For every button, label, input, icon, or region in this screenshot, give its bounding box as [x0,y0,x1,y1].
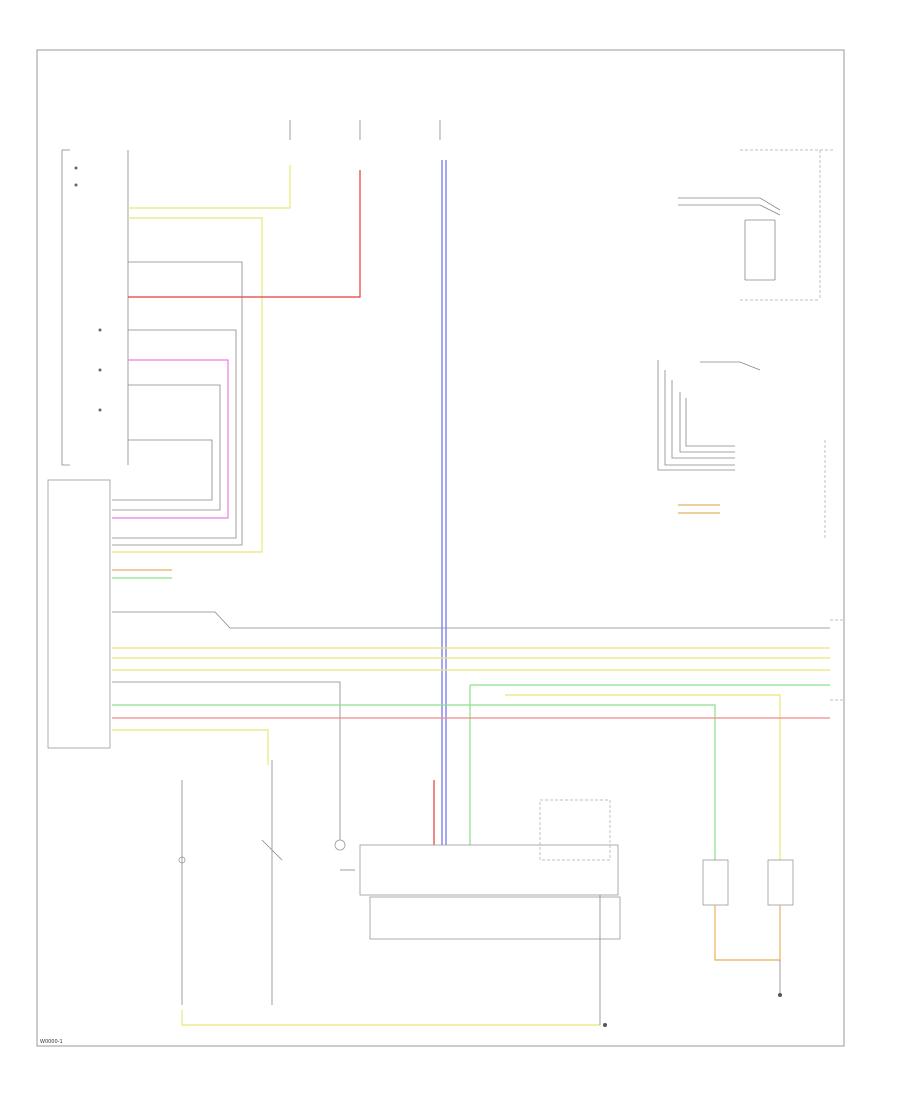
ground-point [603,1023,607,1027]
steering-column-module [657,360,826,540]
wire-gray-1 [112,261,243,546]
wire-gray-4 [112,439,213,501]
bottom-module [334,799,621,940]
wire-yellow-short [112,729,269,765]
wire-gray-long [112,611,830,629]
footer-code: W0000-1 [40,1039,63,1045]
headlight-switch [61,149,129,466]
fuse-group-left [289,120,441,140]
wire-gray-2 [112,329,237,539]
lamp-switch-left [178,760,283,1005]
wire-pink [112,359,229,519]
wire-yellow-left [112,217,263,553]
instrument-cluster [678,149,835,301]
wire-yellow-top [128,165,291,209]
wire-red-top [128,170,361,298]
wire-ground-bus [181,1010,600,1026]
diagram-frame [36,49,845,1047]
light-control-module [47,479,111,749]
wire-gray-down [112,681,341,850]
wire-yellow-right [505,694,781,860]
right-lamps [702,859,794,997]
wire-green-long [112,704,716,860]
wire-gray-3 [112,384,221,511]
